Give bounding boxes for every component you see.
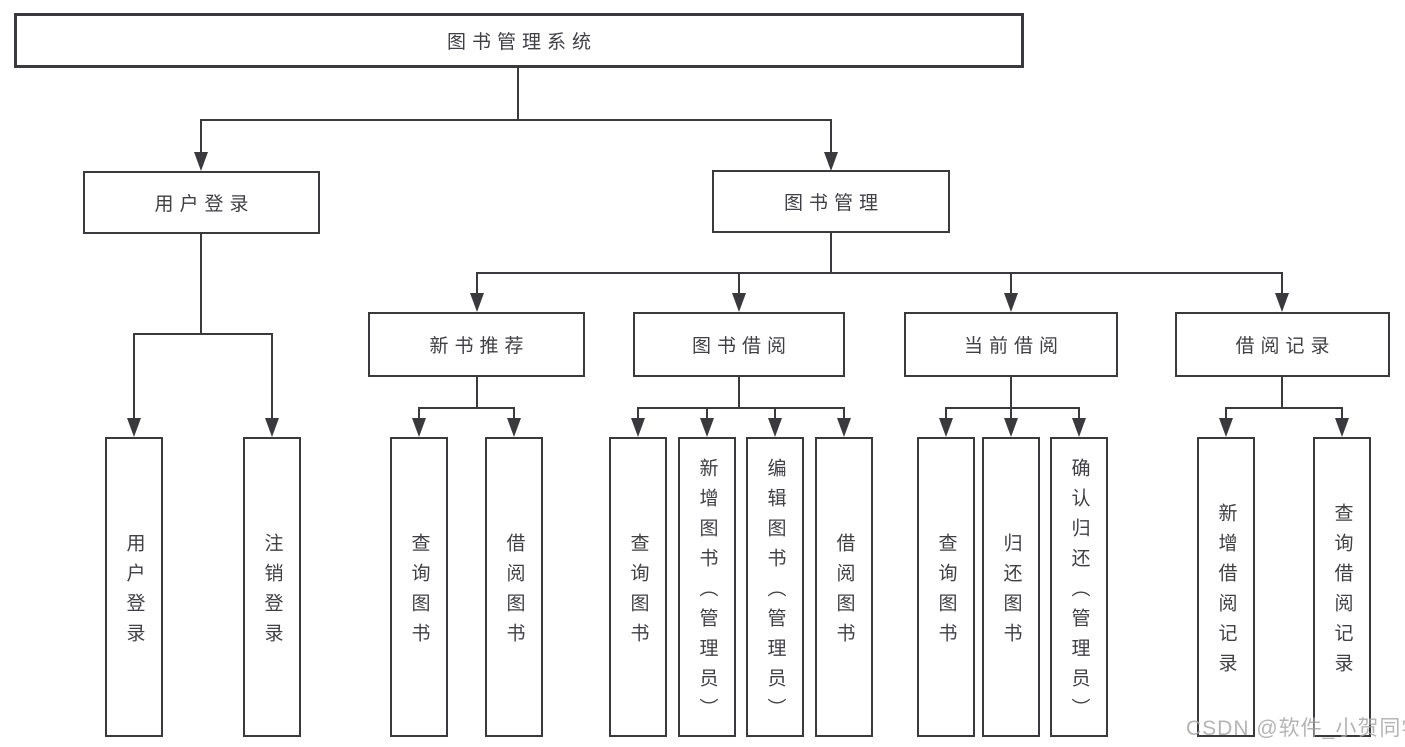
connector-root-stem <box>517 68 519 121</box>
node-label: 借阅记录 <box>1235 336 1336 357</box>
leaf-label: 新增借阅记录 <box>1215 502 1237 683</box>
connector-login-stem <box>200 234 202 335</box>
arrow-down-book-borrow <box>732 293 746 312</box>
arrow-down-borrow-records <box>1275 293 1289 312</box>
arrow-down-leaf-login <box>127 418 141 437</box>
node-book-management: 图书管理 <box>712 170 950 233</box>
arrow-down-e1 <box>1219 418 1233 437</box>
leaf-borrow-books: 借阅图书 <box>815 437 873 737</box>
connector-drop-c3 <box>774 407 776 420</box>
connector-currentborrow-stem <box>1010 377 1012 409</box>
node-label: 图书借阅 <box>691 336 792 357</box>
connector-newbooks-stem <box>476 377 478 409</box>
connector-drop-c4 <box>843 407 845 420</box>
leaf-label: 查询图书 <box>935 532 957 653</box>
connector-drop-d2 <box>1010 407 1012 420</box>
node-current-borrow: 当前借阅 <box>904 312 1118 377</box>
leaf-query-books-recommend: 查询图书 <box>390 437 448 737</box>
arrow-down-current-borrow <box>1004 293 1018 312</box>
leaf-add-books-admin: 新增图书（管理员） <box>678 437 736 737</box>
connector-drop-user-login <box>200 119 202 154</box>
node-borrow-records: 借阅记录 <box>1175 312 1390 377</box>
connector-drop-borrow-records <box>1281 272 1283 295</box>
arrow-down-c4 <box>837 418 851 437</box>
connector-root-bar <box>200 119 832 121</box>
connector-drop-leaf-login <box>133 333 135 420</box>
arrow-down-book-mgmt <box>824 152 838 171</box>
connector-records-bar <box>1225 407 1343 409</box>
node-label: 新书推荐 <box>429 336 530 357</box>
arrow-down-c2 <box>700 418 714 437</box>
leaf-borrow-books-recommend: 借阅图书 <box>485 437 543 737</box>
arrow-down-d1 <box>939 418 953 437</box>
leaf-label: 查询图书 <box>408 532 430 653</box>
csdn-watermark: CSDN @软件_小贺同学 <box>1186 717 1405 740</box>
node-library-management-system: 图书管理系统 <box>14 13 1024 68</box>
connector-drop-book-borrow <box>738 272 740 295</box>
leaf-label: 借阅图书 <box>833 532 855 653</box>
node-label: 当前借阅 <box>963 336 1064 357</box>
leaf-confirm-return-admin: 确认归还（管理员） <box>1050 437 1108 737</box>
leaf-return-books: 归还图书 <box>982 437 1040 737</box>
leaf-label: 用户登录 <box>123 532 145 653</box>
arrow-down-d2 <box>1004 418 1018 437</box>
connector-drop-new-books <box>476 272 478 295</box>
connector-drop-b2 <box>513 407 515 420</box>
arrow-down-c1 <box>631 418 645 437</box>
node-user-login: 用户登录 <box>83 171 320 234</box>
connector-drop-b1 <box>418 407 420 420</box>
leaf-label: 确认归还（管理员） <box>1068 457 1090 728</box>
connector-records-stem <box>1281 377 1283 409</box>
connector-mgmt-bar <box>476 272 1283 274</box>
connector-bookborrow-bar <box>637 407 845 409</box>
leaf-query-borrow-record: 查询借阅记录 <box>1313 437 1371 737</box>
leaf-logout: 注销登录 <box>243 437 301 737</box>
connector-drop-book-mgmt <box>830 119 832 154</box>
leaf-add-borrow-record: 新增借阅记录 <box>1197 437 1255 737</box>
leaf-label: 归还图书 <box>1000 532 1022 653</box>
node-label: 图书管理系统 <box>446 32 597 53</box>
connector-drop-c2 <box>706 407 708 420</box>
leaf-label: 借阅图书 <box>503 532 525 653</box>
arrow-down-b2 <box>507 418 521 437</box>
leaf-label: 编辑图书（管理员） <box>764 457 786 728</box>
node-label: 用户登录 <box>154 194 255 215</box>
leaf-edit-books-admin: 编辑图书（管理员） <box>746 437 804 737</box>
arrow-down-user-login <box>194 152 208 171</box>
arrow-down-b1 <box>412 418 426 437</box>
connector-drop-d1 <box>945 407 947 420</box>
connector-drop-current-borrow <box>1010 272 1012 295</box>
arrow-down-e2 <box>1335 418 1349 437</box>
arrow-down-leaf-logout <box>265 418 279 437</box>
leaf-query-books-current: 查询图书 <box>917 437 975 737</box>
connector-currentborrow-bar <box>945 407 1080 409</box>
arrow-down-new-books <box>470 293 484 312</box>
node-label: 图书管理 <box>783 193 884 214</box>
connector-drop-e2 <box>1341 407 1343 420</box>
connector-newbooks-bar <box>418 407 515 409</box>
node-book-borrow: 图书借阅 <box>633 312 845 377</box>
connector-mgmt-stem <box>830 233 832 274</box>
connector-bookborrow-stem <box>738 377 740 409</box>
node-new-book-recommend: 新书推荐 <box>368 312 585 377</box>
connector-drop-d3 <box>1078 407 1080 420</box>
arrow-down-d3 <box>1072 418 1086 437</box>
leaf-label: 查询借阅记录 <box>1331 502 1353 683</box>
leaf-label: 查询图书 <box>627 532 649 653</box>
connector-drop-c1 <box>637 407 639 420</box>
leaf-query-books-borrow: 查询图书 <box>609 437 667 737</box>
connector-login-bar <box>133 333 273 335</box>
leaf-label: 注销登录 <box>261 532 283 653</box>
connector-drop-leaf-logout <box>271 333 273 420</box>
leaf-user-login: 用户登录 <box>105 437 163 737</box>
leaf-label: 新增图书（管理员） <box>696 457 718 728</box>
connector-drop-e1 <box>1225 407 1227 420</box>
arrow-down-c3 <box>768 418 782 437</box>
